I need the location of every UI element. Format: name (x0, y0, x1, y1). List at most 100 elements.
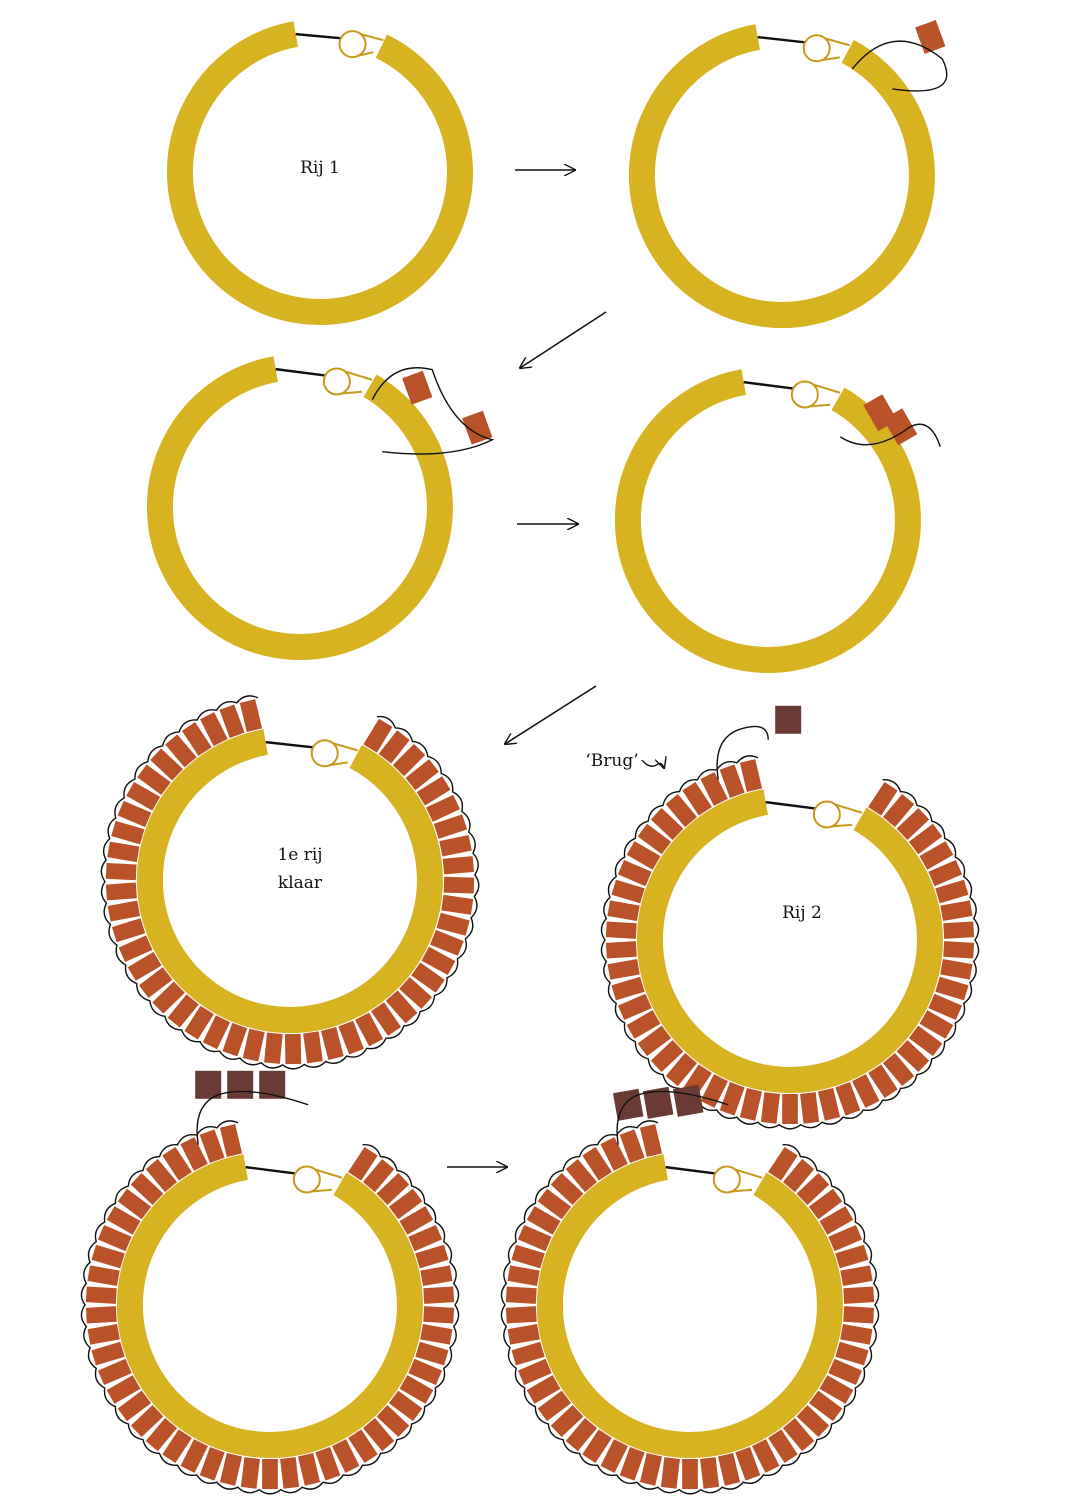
bead (117, 1188, 152, 1220)
bead (441, 894, 474, 915)
bead (408, 1358, 443, 1385)
bead (619, 1129, 645, 1163)
bead (97, 1358, 132, 1385)
bead (935, 879, 969, 904)
bead (436, 912, 470, 936)
ring-group (80, 19, 980, 1495)
bead (526, 1375, 561, 1404)
bead (760, 1092, 780, 1124)
panel-7 (80, 1070, 460, 1495)
bead (227, 1070, 254, 1099)
bead (385, 990, 418, 1024)
bead (408, 1224, 443, 1252)
bead (665, 794, 698, 828)
wire-end (295, 32, 341, 40)
bead (700, 772, 728, 806)
bead (660, 1457, 680, 1489)
bead (264, 1032, 283, 1064)
bead (415, 1341, 449, 1366)
bead (85, 1306, 117, 1324)
clasp-wire (808, 403, 831, 408)
clasp-wire (730, 1188, 753, 1193)
bead (219, 1124, 243, 1157)
bead (517, 1358, 552, 1385)
clasp-wire (360, 33, 384, 42)
bead (162, 1429, 192, 1464)
panel-3 (146, 356, 495, 660)
clasp-wire (824, 37, 851, 47)
bead (332, 1439, 360, 1473)
bead (399, 1375, 434, 1404)
bead (800, 1092, 820, 1124)
bead (619, 1447, 645, 1481)
bead (752, 1439, 780, 1473)
thread (716, 725, 769, 780)
bead (828, 1224, 863, 1252)
bead (167, 994, 199, 1028)
clasp-wire (314, 1168, 343, 1179)
bead (782, 1159, 815, 1193)
bead (355, 1012, 384, 1047)
bead (582, 1429, 612, 1464)
bead (184, 1005, 214, 1040)
bead (118, 935, 153, 963)
bead (199, 1129, 225, 1163)
bead (819, 1206, 854, 1235)
bead (97, 1224, 132, 1252)
bead (719, 764, 745, 798)
bead (363, 718, 393, 753)
bead (868, 781, 898, 816)
bead (840, 1265, 873, 1287)
bead (371, 1002, 402, 1036)
bead (405, 759, 439, 791)
clasp-wire (820, 56, 840, 62)
bead (388, 1188, 423, 1220)
bead (137, 764, 171, 795)
bead (768, 1146, 798, 1181)
bead (511, 1341, 545, 1366)
bead (835, 1244, 869, 1269)
bead (600, 1137, 628, 1171)
clasp-wire (734, 1168, 763, 1179)
bead (843, 1286, 875, 1304)
bead (152, 981, 185, 1014)
bead (399, 1206, 434, 1235)
clasp-wire (332, 742, 359, 752)
bead (362, 1418, 395, 1452)
bead (775, 705, 802, 734)
bead (150, 748, 183, 781)
bead (505, 1306, 537, 1324)
bead (145, 1418, 178, 1452)
bead (882, 1053, 915, 1087)
bead (537, 1188, 572, 1220)
arrow-step-4-to-5 (505, 685, 597, 744)
bead (145, 1159, 178, 1193)
bead (908, 823, 943, 855)
bead (320, 1027, 344, 1061)
bead (87, 1265, 120, 1287)
bead (219, 1452, 243, 1486)
bead (259, 1070, 286, 1099)
bead (565, 1159, 598, 1193)
bead (526, 1206, 561, 1235)
bead (362, 1159, 395, 1193)
clasp-wire (340, 390, 363, 395)
bead (443, 876, 475, 894)
bead (517, 1224, 552, 1252)
bead (378, 730, 410, 764)
clasp-ring-icon (802, 34, 831, 63)
bead (919, 841, 954, 870)
bead (537, 1390, 572, 1422)
label-row-1-done-line-1: 1e rij (277, 845, 322, 865)
bead (700, 1074, 728, 1108)
thread-scallop (600, 755, 980, 1130)
bead (935, 976, 969, 1001)
bead (507, 1265, 540, 1287)
clasp-wire (310, 1188, 333, 1193)
bead (415, 1244, 449, 1269)
bead (843, 1306, 875, 1324)
bead (682, 781, 712, 816)
bead (617, 859, 652, 887)
bead (868, 1064, 898, 1099)
bead (943, 941, 975, 959)
